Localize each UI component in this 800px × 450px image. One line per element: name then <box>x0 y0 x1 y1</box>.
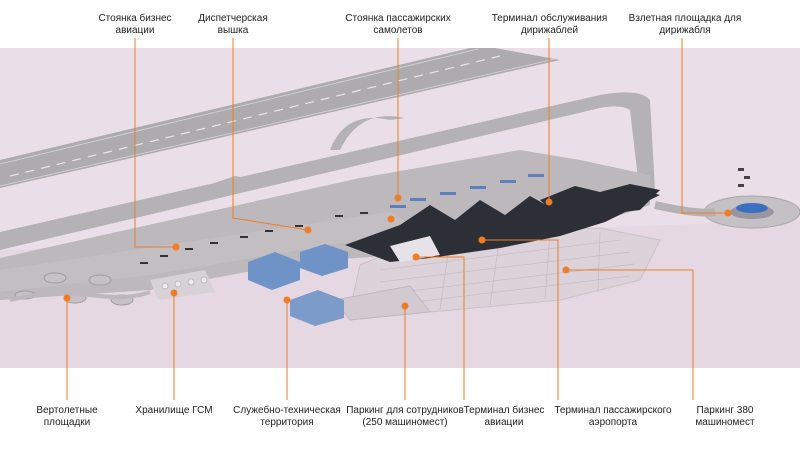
label-control-tower: Диспетчерская вышка <box>198 13 268 36</box>
airship-terminal-roof <box>540 184 660 218</box>
callout-markers <box>63 194 732 310</box>
label-staff-parking: Паркинг для сотрудников (250 машиномест) <box>346 405 464 428</box>
small-aircraft-east <box>738 168 750 187</box>
staff-parking-lot <box>334 285 431 321</box>
business-jets <box>140 212 368 264</box>
taxiway <box>0 92 655 250</box>
passenger-aircraft <box>390 174 544 208</box>
label-parking-380: Паркинг 380 машиномест <box>695 405 755 428</box>
fuel-tanks <box>150 270 215 300</box>
label-service-area: Служебно-техническая территория <box>233 405 341 428</box>
label-business-aviation-parking: Стоянка бизнес авиации <box>98 13 172 36</box>
label-helipads: Вертолетные площадки <box>36 405 98 428</box>
runway-centerline <box>9 55 501 177</box>
label-passenger-aircraft-parking: Стоянка пассажирских самолетов <box>345 13 451 36</box>
hangar-1 <box>248 252 300 290</box>
hangar-3 <box>290 290 344 326</box>
leader-lines <box>66 38 728 400</box>
label-airship-terminal: Терминал обслуживания дирижаблей <box>491 13 608 36</box>
label-business-terminal: Терминал бизнес авиации <box>463 405 545 428</box>
airship <box>736 203 768 213</box>
label-fuel-storage: Хранилище ГСМ <box>135 405 213 416</box>
runway <box>0 48 560 188</box>
label-passenger-terminal: Терминал пассажирского аэропорта <box>554 405 672 428</box>
hangar-2 <box>300 244 348 276</box>
label-airship-takeoff-pad: Взлетная площадка для дирижабля <box>628 13 742 36</box>
